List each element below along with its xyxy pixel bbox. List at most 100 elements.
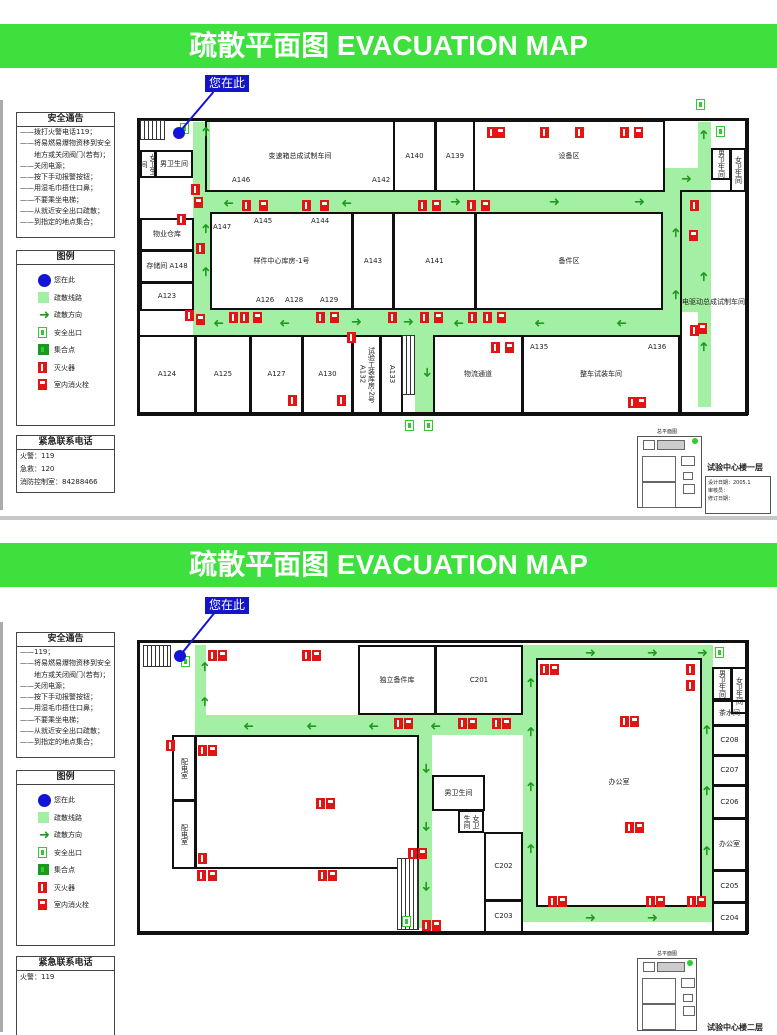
fire-extinguisher-icon (337, 395, 346, 406)
evacuation-direction-arrow-icon: ➜ (306, 718, 317, 733)
room: 男卫生间 (711, 148, 731, 180)
fire-hydrant-icon (550, 664, 559, 675)
evacuation-direction-arrow-icon: ➜ (700, 724, 715, 735)
notice-item: ——按下手动报警按钮； (20, 173, 97, 182)
safety-notice-panel: 安全通告——拨打火警电话119；——将易燃易爆物资移到安全 地方或关闭阀门(若有… (16, 112, 115, 238)
fire-hydrant-icon (418, 848, 427, 859)
room: 女卫生间 (731, 667, 747, 714)
exterior-wall (137, 412, 748, 416)
room: 办公室 (712, 818, 747, 871)
contact-item: 消防控制室：84288466 (20, 478, 98, 486)
fire-extinguisher-icon (318, 870, 327, 881)
fire-extinguisher-icon (388, 312, 397, 323)
evacuation-direction-arrow-icon: ➜ (450, 195, 461, 210)
evacuation-direction-arrow-icon: ➜ (524, 726, 539, 737)
keymap-building (642, 482, 676, 508)
legend-item: 集合点 (20, 864, 110, 876)
evacuation-route (195, 645, 206, 735)
evacuation-direction-arrow-icon: ➜ (524, 677, 539, 688)
safety-notice-panel: 安全通告——119；——将易燃易爆物资移到安全 地方或关闭阀门(若有)；——关闭… (16, 632, 115, 758)
fire-hydrant-icon (698, 323, 707, 334)
fire-extinguisher-icon (686, 664, 695, 675)
contact-item: 火警：119 (20, 973, 55, 981)
legend-label: 灭火器 (54, 363, 75, 372)
arrow-icon: ➜ (39, 828, 50, 843)
door-label: A126 (256, 296, 275, 304)
safety-exit-icon (716, 126, 725, 137)
evacuation-route (523, 905, 713, 922)
fire-hydrant-icon (253, 312, 262, 323)
assembly-point-icon (38, 864, 49, 875)
evacuation-direction-arrow-icon: ➜ (697, 129, 712, 140)
safety-exit-icon (696, 99, 705, 110)
legend-item: 您在此 (20, 794, 110, 807)
notice-item: ——拨打火警电话119； (20, 128, 97, 136)
evacuation-direction-arrow-icon: ➜ (700, 845, 715, 856)
safety-notice-title: 安全通告 (17, 633, 114, 647)
fire-hydrant-icon (320, 200, 329, 211)
legend-label: 您在此 (54, 276, 75, 284)
evacuation-direction-arrow-icon: ➜ (198, 696, 213, 707)
notice-item: 地方或关闭阀门(若有)； (20, 670, 110, 679)
fire-extinguisher-icon (487, 127, 496, 138)
keymap-building (642, 456, 676, 482)
evacuation-route (415, 335, 433, 412)
evacuation-route (523, 645, 538, 922)
fire-hydrant-icon (432, 920, 441, 931)
fire-extinguisher-icon (491, 342, 500, 353)
fire-extinguisher-icon (229, 312, 238, 323)
exterior-wall (137, 931, 748, 935)
evacuation-direction-arrow-icon: ➜ (453, 315, 464, 330)
legend-title: 图例 (17, 251, 114, 265)
room: 女卫生间 (140, 150, 157, 178)
sheet-border-line (0, 100, 3, 510)
notice-item: 地方或关闭阀门(若有)； (20, 150, 110, 159)
door-label: A128 (285, 296, 304, 304)
fire-hydrant-icon (194, 197, 203, 208)
fire-extinguisher-icon (347, 332, 356, 343)
door-label: A144 (311, 217, 330, 225)
room: 试验工装库房-2号 A132 (352, 335, 381, 414)
door-label: A129 (320, 296, 339, 304)
notice-item: ——不要乘坐电梯； (20, 195, 83, 204)
fire-extinguisher-icon (198, 853, 207, 864)
fire-hydrant-icon (634, 127, 643, 138)
fire-extinguisher-icon (242, 200, 251, 211)
evacuation-direction-arrow-icon: ➜ (223, 195, 234, 210)
notice-item: ——不要乘坐电梯； (20, 715, 83, 724)
evacuation-direction-arrow-icon: ➜ (681, 172, 692, 187)
exterior-wall (745, 640, 749, 934)
legend-item: 疏散线路 (20, 291, 110, 304)
door-label: A142 (372, 176, 391, 184)
room: C202 (484, 832, 523, 901)
fire-extinguisher-icon (197, 870, 206, 881)
fire-hydrant-icon (497, 312, 506, 323)
fire-hydrant-icon (404, 718, 413, 729)
keymap-building (681, 456, 695, 466)
fire-extinguisher-icon (492, 718, 501, 729)
keymap-building (643, 962, 655, 972)
evacuation-direction-arrow-icon: ➜ (341, 195, 352, 210)
room: 电驱动总成试制车间 (680, 190, 747, 414)
safety-notice-title: 安全通告 (17, 113, 114, 127)
legend-item: ➜疏散方向 (20, 828, 110, 843)
room: A143 (352, 212, 394, 310)
keymap-building (643, 440, 655, 450)
legend-label: 疏散线路 (54, 293, 82, 302)
legend-item: 疏散线路 (20, 811, 110, 824)
room: A125 (195, 335, 251, 414)
assembly-point-icon (38, 344, 49, 355)
you-are-here-dot (38, 274, 51, 287)
safety-exit-icon (424, 420, 433, 431)
door-label: A145 (254, 217, 273, 225)
room: C206 (712, 785, 747, 819)
legend-title: 图例 (17, 771, 114, 785)
legend-label: 室内消火栓 (54, 381, 89, 389)
keymap-building (642, 1004, 676, 1030)
evacuation-route (195, 715, 523, 735)
keymap-info-line: 设计日期：2005.1 (708, 480, 751, 486)
exterior-wall (137, 118, 748, 121)
keymap-building (657, 962, 685, 972)
evacuation-direction-arrow-icon: ➜ (198, 661, 213, 672)
evacuation-route (700, 645, 713, 922)
